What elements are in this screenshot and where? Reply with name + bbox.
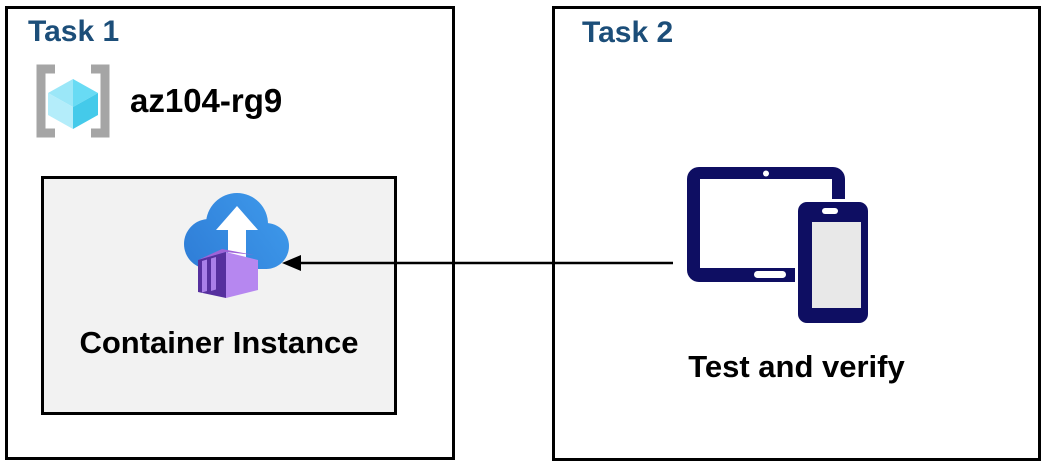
task2-box: Task 2 Test and verify: [552, 6, 1041, 461]
right-bracket-icon: [91, 64, 110, 138]
task1-title: Task 1: [28, 15, 120, 48]
task2-title: Task 2: [582, 16, 674, 49]
resource-group-icon: [36, 64, 110, 138]
devices-icon: [687, 167, 868, 324]
container-instance-label: Container Instance: [79, 325, 359, 360]
phone-icon: [795, 199, 868, 324]
cube-icon: [48, 79, 98, 129]
tablet-camera-dot: [763, 170, 769, 177]
container-icon: [198, 249, 258, 298]
task1-box: Task 1 az104-rg9: [5, 6, 455, 460]
tablet-home-button: [754, 271, 786, 278]
container-instance-box: Container Instance: [41, 176, 397, 415]
phone-speaker: [822, 208, 838, 214]
resource-group-row: az104-rg9: [33, 63, 282, 139]
container-instance-icon: [184, 193, 289, 298]
resource-group-label: az104-rg9: [130, 82, 283, 119]
left-bracket-icon: [36, 64, 55, 138]
test-and-verify-label: Test and verify: [688, 349, 905, 384]
upload-arrow-icon: [216, 206, 258, 268]
